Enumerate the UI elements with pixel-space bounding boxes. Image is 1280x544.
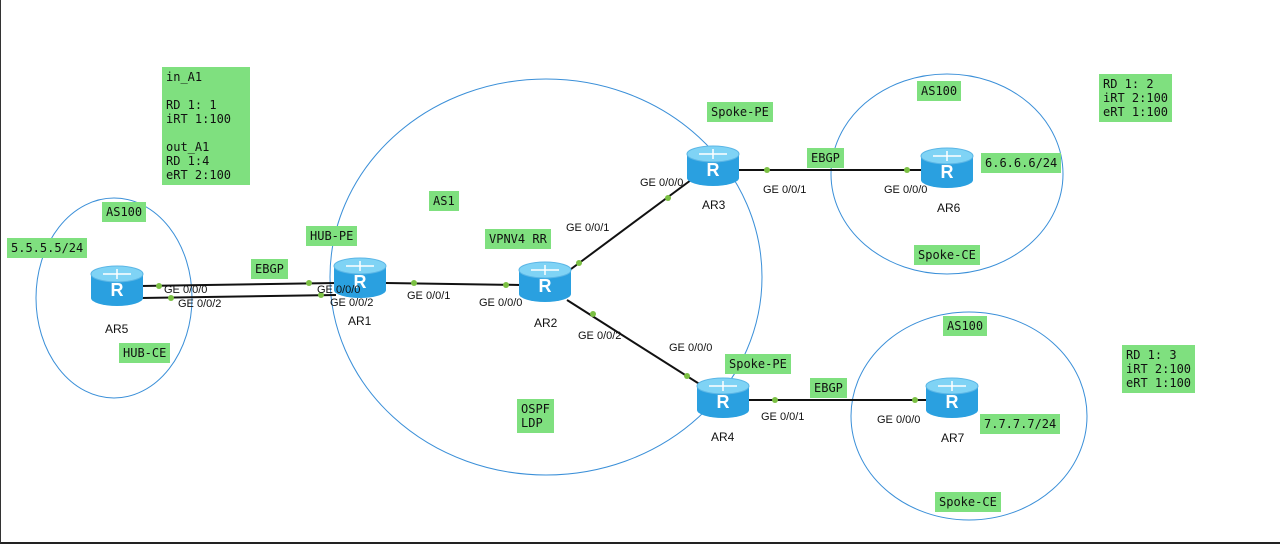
as100-bottom-label: AS100 (943, 316, 988, 336)
router-name-ar7: AR7 (941, 431, 965, 445)
port-dot (576, 260, 582, 266)
router-glyph: R (707, 160, 720, 180)
ar7-vpn-instance-label: RD 1: 3 iRT 2:100 eRT 1:100 (1122, 345, 1196, 393)
router-icon-ar6[interactable]: R (920, 147, 974, 188)
link-ar5-ar1-a[interactable] (140, 282, 337, 287)
as100-top-circle (830, 73, 1064, 275)
router-name-ar6: AR6 (937, 201, 961, 215)
iface-ar1-ge000: GE 0/0/0 (317, 284, 361, 296)
ospf-ldp-label: OSPF LDP (517, 399, 554, 433)
router-glyph: R (111, 280, 124, 300)
port-dot (665, 195, 671, 201)
port-dot (904, 167, 910, 173)
router-icon-ar5[interactable]: R (90, 265, 144, 306)
iface-ar7-ge000: GE 0/0/0 (877, 414, 921, 426)
router-glyph: R (539, 276, 552, 296)
router-name-ar2: AR2 (534, 316, 558, 330)
ip-ar7-label: 7.7.7.7/24 (980, 414, 1061, 434)
port-dot (503, 282, 509, 288)
ebgp-hub-label: EBGP (251, 259, 288, 279)
hub-ce-ip-label: 5.5.5.5/24 (7, 238, 88, 258)
ip-ar6-label: 6.6.6.6/24 (981, 153, 1062, 173)
iface-ar4-ge000: GE 0/0/0 (669, 342, 713, 354)
as100-top-label: AS100 (917, 81, 962, 101)
iface-ar2-ge002: GE 0/0/2 (578, 330, 622, 342)
port-dot (306, 280, 312, 286)
iface-ar3-ge000: GE 0/0/0 (640, 177, 684, 189)
iface-ar2-ge000: GE 0/0/0 (479, 297, 523, 309)
iface-ar6-ge000: GE 0/0/0 (884, 184, 928, 196)
router-name-ar1: AR1 (348, 314, 372, 328)
router-icon-ar1[interactable]: R (333, 257, 387, 298)
ebgp-bottom-label: EBGP (810, 378, 847, 398)
as1-label: AS1 (429, 191, 459, 211)
port-dot (411, 280, 417, 286)
router-icon-ar2[interactable]: R (518, 261, 572, 302)
port-dot (318, 292, 324, 298)
vpnv4-rr-label: VPNV4 RR (485, 229, 551, 249)
ar6-vpn-instance-label: RD 1: 2 iRT 2:100 eRT 1:100 (1099, 74, 1173, 122)
port-dots (156, 167, 918, 403)
iface-ar1-ge002: GE 0/0/2 (330, 297, 374, 309)
port-dot (684, 373, 690, 379)
port-dot (772, 397, 778, 403)
port-dot (168, 295, 174, 301)
link-ar1-ar2[interactable] (385, 282, 522, 286)
hub-pe-label: HUB-PE (306, 226, 358, 246)
router-name-ar4: AR4 (711, 430, 735, 444)
iface-ar2-ge001: GE 0/0/1 (566, 222, 610, 234)
spoke-ce-bottom-label: Spoke-CE (935, 492, 1001, 512)
spoke-ce-top-label: Spoke-CE (914, 245, 980, 265)
iface-ar1-ge001: GE 0/0/1 (407, 290, 451, 302)
router-glyph: R (354, 272, 367, 292)
router-name-ar5: AR5 (105, 322, 129, 336)
link-ar2-ar4[interactable] (566, 299, 702, 386)
port-dot (590, 311, 596, 317)
iface-ar5-ge000: GE 0/0/0 (164, 284, 208, 296)
iface-ar4-ge001: GE 0/0/1 (761, 411, 805, 423)
router-glyph: R (717, 392, 730, 412)
router-icon-ar4[interactable]: R (696, 377, 750, 418)
hub-ce-as-label: AS100 (102, 202, 147, 222)
port-dot (912, 397, 918, 403)
hub-vpn-instance-label: in_A1 RD 1: 1 iRT 1:100 out_A1 RD 1:4 eR… (162, 67, 250, 185)
routers-layer: R R R R R R R (90, 145, 979, 418)
as100-bottom-circle (850, 311, 1088, 521)
iface-ar5-ge002: GE 0/0/2 (178, 298, 222, 310)
iface-ar3-ge001: GE 0/0/1 (763, 184, 807, 196)
spoke-pe-top-label: Spoke-PE (707, 102, 773, 122)
as1-circle (329, 78, 763, 476)
port-dot (156, 283, 162, 289)
hub-ce-role-label: HUB-CE (119, 343, 171, 363)
router-glyph: R (946, 392, 959, 412)
router-icon-ar7[interactable]: R (925, 377, 979, 418)
router-icon-ar3[interactable]: R (686, 145, 740, 186)
port-dot (764, 167, 770, 173)
router-glyph: R (941, 162, 954, 182)
spoke-pe-bottom-label: Spoke-PE (725, 354, 791, 374)
router-name-ar3: AR3 (702, 198, 726, 212)
ebgp-top-label: EBGP (807, 148, 844, 168)
link-ar2-ar3[interactable] (566, 179, 692, 273)
